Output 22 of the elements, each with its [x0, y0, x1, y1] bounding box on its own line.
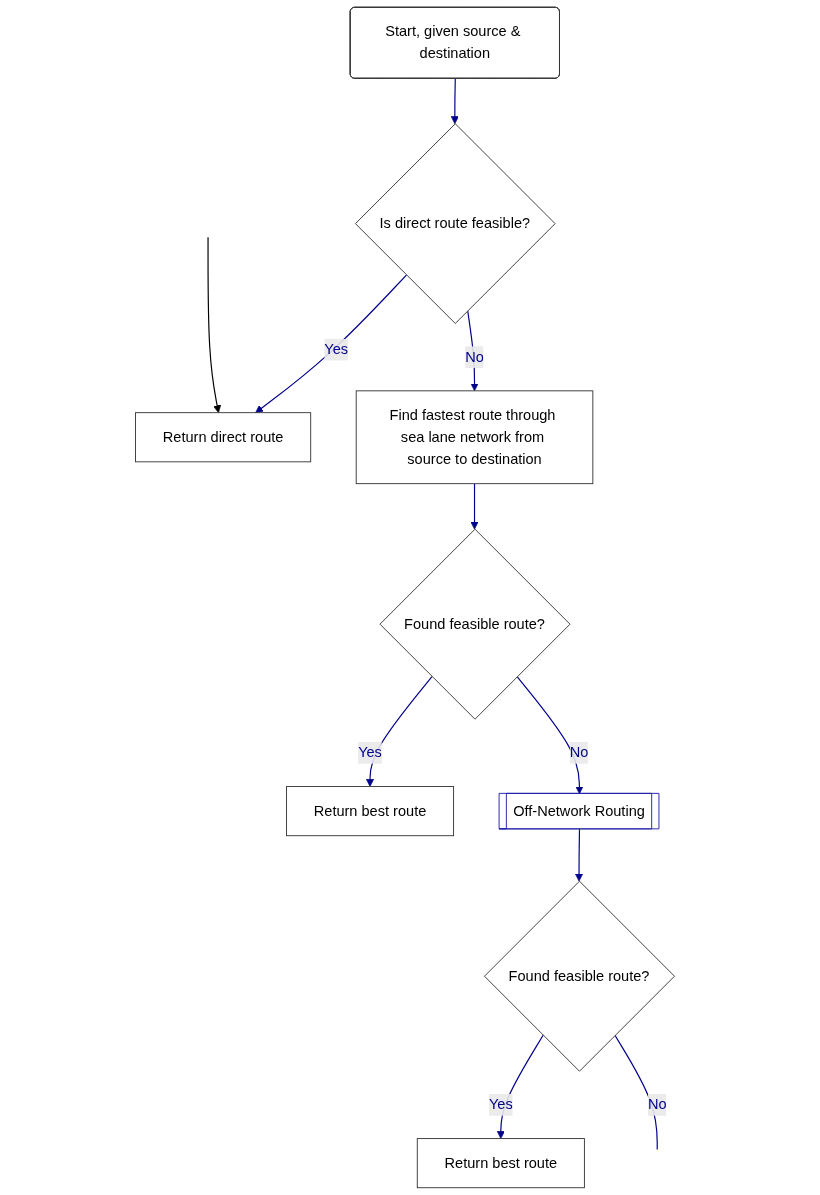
arrow — [450, 78, 459, 125]
edge-label: No — [569, 744, 589, 761]
arrow — [366, 676, 433, 787]
edge-label: Yes — [488, 1096, 513, 1113]
edge-label: No — [647, 1096, 667, 1113]
arrow — [575, 828, 584, 882]
arrow — [255, 274, 407, 414]
node-box: Return best route — [416, 1138, 585, 1189]
connector — [614, 1034, 658, 1151]
edge-label: Yes — [324, 341, 349, 357]
node-box: Return best route — [286, 786, 455, 837]
node-box: Find fastest route through sea lane network from source to destination — [355, 390, 594, 485]
node-box: Return direct route — [135, 412, 312, 463]
node-diamond: Found feasible route? — [379, 528, 571, 720]
node-diamond: Is direct route feasible? — [354, 123, 556, 324]
node-diamond: Found feasible route? — [484, 880, 675, 1072]
edge-label: Yes — [358, 744, 382, 761]
arrow — [496, 1034, 544, 1139]
edge-label: No — [465, 348, 484, 365]
arrow — [516, 676, 584, 795]
arrow — [207, 236, 222, 414]
arrow — [470, 483, 479, 530]
